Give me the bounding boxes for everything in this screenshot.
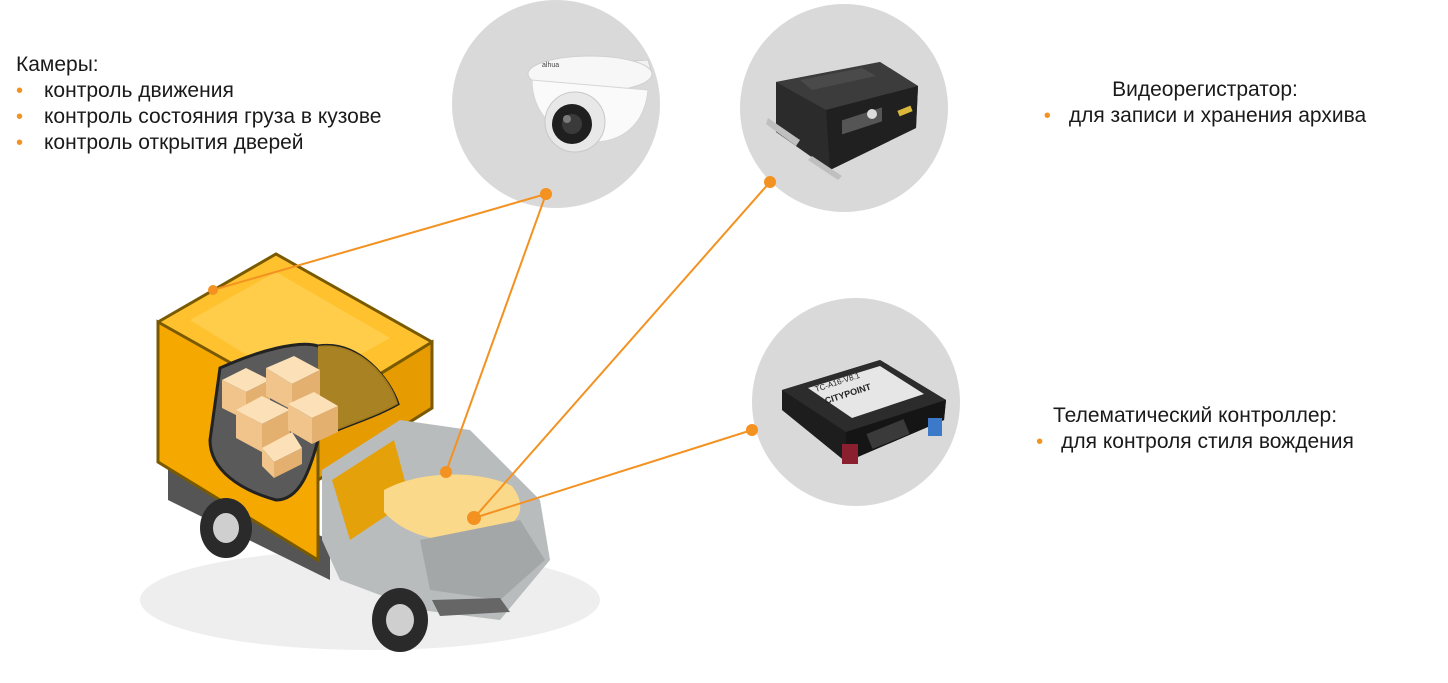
dot-camera [540,188,552,200]
telematics-controller-icon: TC-A16-V8.1 CITYPOINT [782,360,946,464]
recorder-title: Видеорегистратор: [1112,78,1298,101]
cameras-list: •контроль движения •контроль состояния г… [16,78,381,156]
recorder-description: Видеорегистратор: •для записи и хранения… [1000,77,1410,129]
dome-camera-icon: alhua [527,55,653,153]
dot-controller [746,424,758,436]
delivery-truck-illustration [140,252,600,652]
list-item: •контроль состояния груза в кузове [16,105,382,128]
bullet-icon: • [1036,431,1044,453]
cameras-description: Камеры: •контроль движения •контроль сос… [16,52,381,156]
telematics-list: •для контроля стиля вождения [990,429,1400,455]
dvr-recorder-icon [766,62,918,180]
bullet-icon: • [16,106,24,128]
cameras-title: Камеры: [16,53,99,76]
telematics-description: Телематический контроллер: •для контроля… [990,403,1400,455]
recorder-to-cab-line [473,181,771,519]
camera-to-cab-line [445,193,547,473]
windshield [384,474,521,541]
connector-lines [212,181,771,519]
list-item: •контроль открытия дверей [16,131,304,154]
list-item: •для записи и хранения архива [1043,104,1367,127]
cargo-boxes-icon [222,356,338,478]
camera-to-box-line [212,193,547,291]
camera-brand-label: alhua [542,62,559,69]
list-item: •контроль движения [16,79,234,102]
dot-recorder [764,176,776,188]
bullet-icon: • [16,80,24,102]
controller-to-cab-line [473,429,753,519]
bullet-icon: • [1043,105,1051,127]
bullet-icon: • [16,132,24,154]
recorder-list: •для записи и хранения архива [1000,103,1410,129]
dot-box [208,285,218,295]
list-item: •для контроля стиля вождения [1036,430,1354,453]
dot-cab-center [467,511,481,525]
telematics-title: Телематический контроллер: [1052,404,1338,427]
connector-dots [208,176,776,525]
dot-cab-camera [440,466,452,478]
